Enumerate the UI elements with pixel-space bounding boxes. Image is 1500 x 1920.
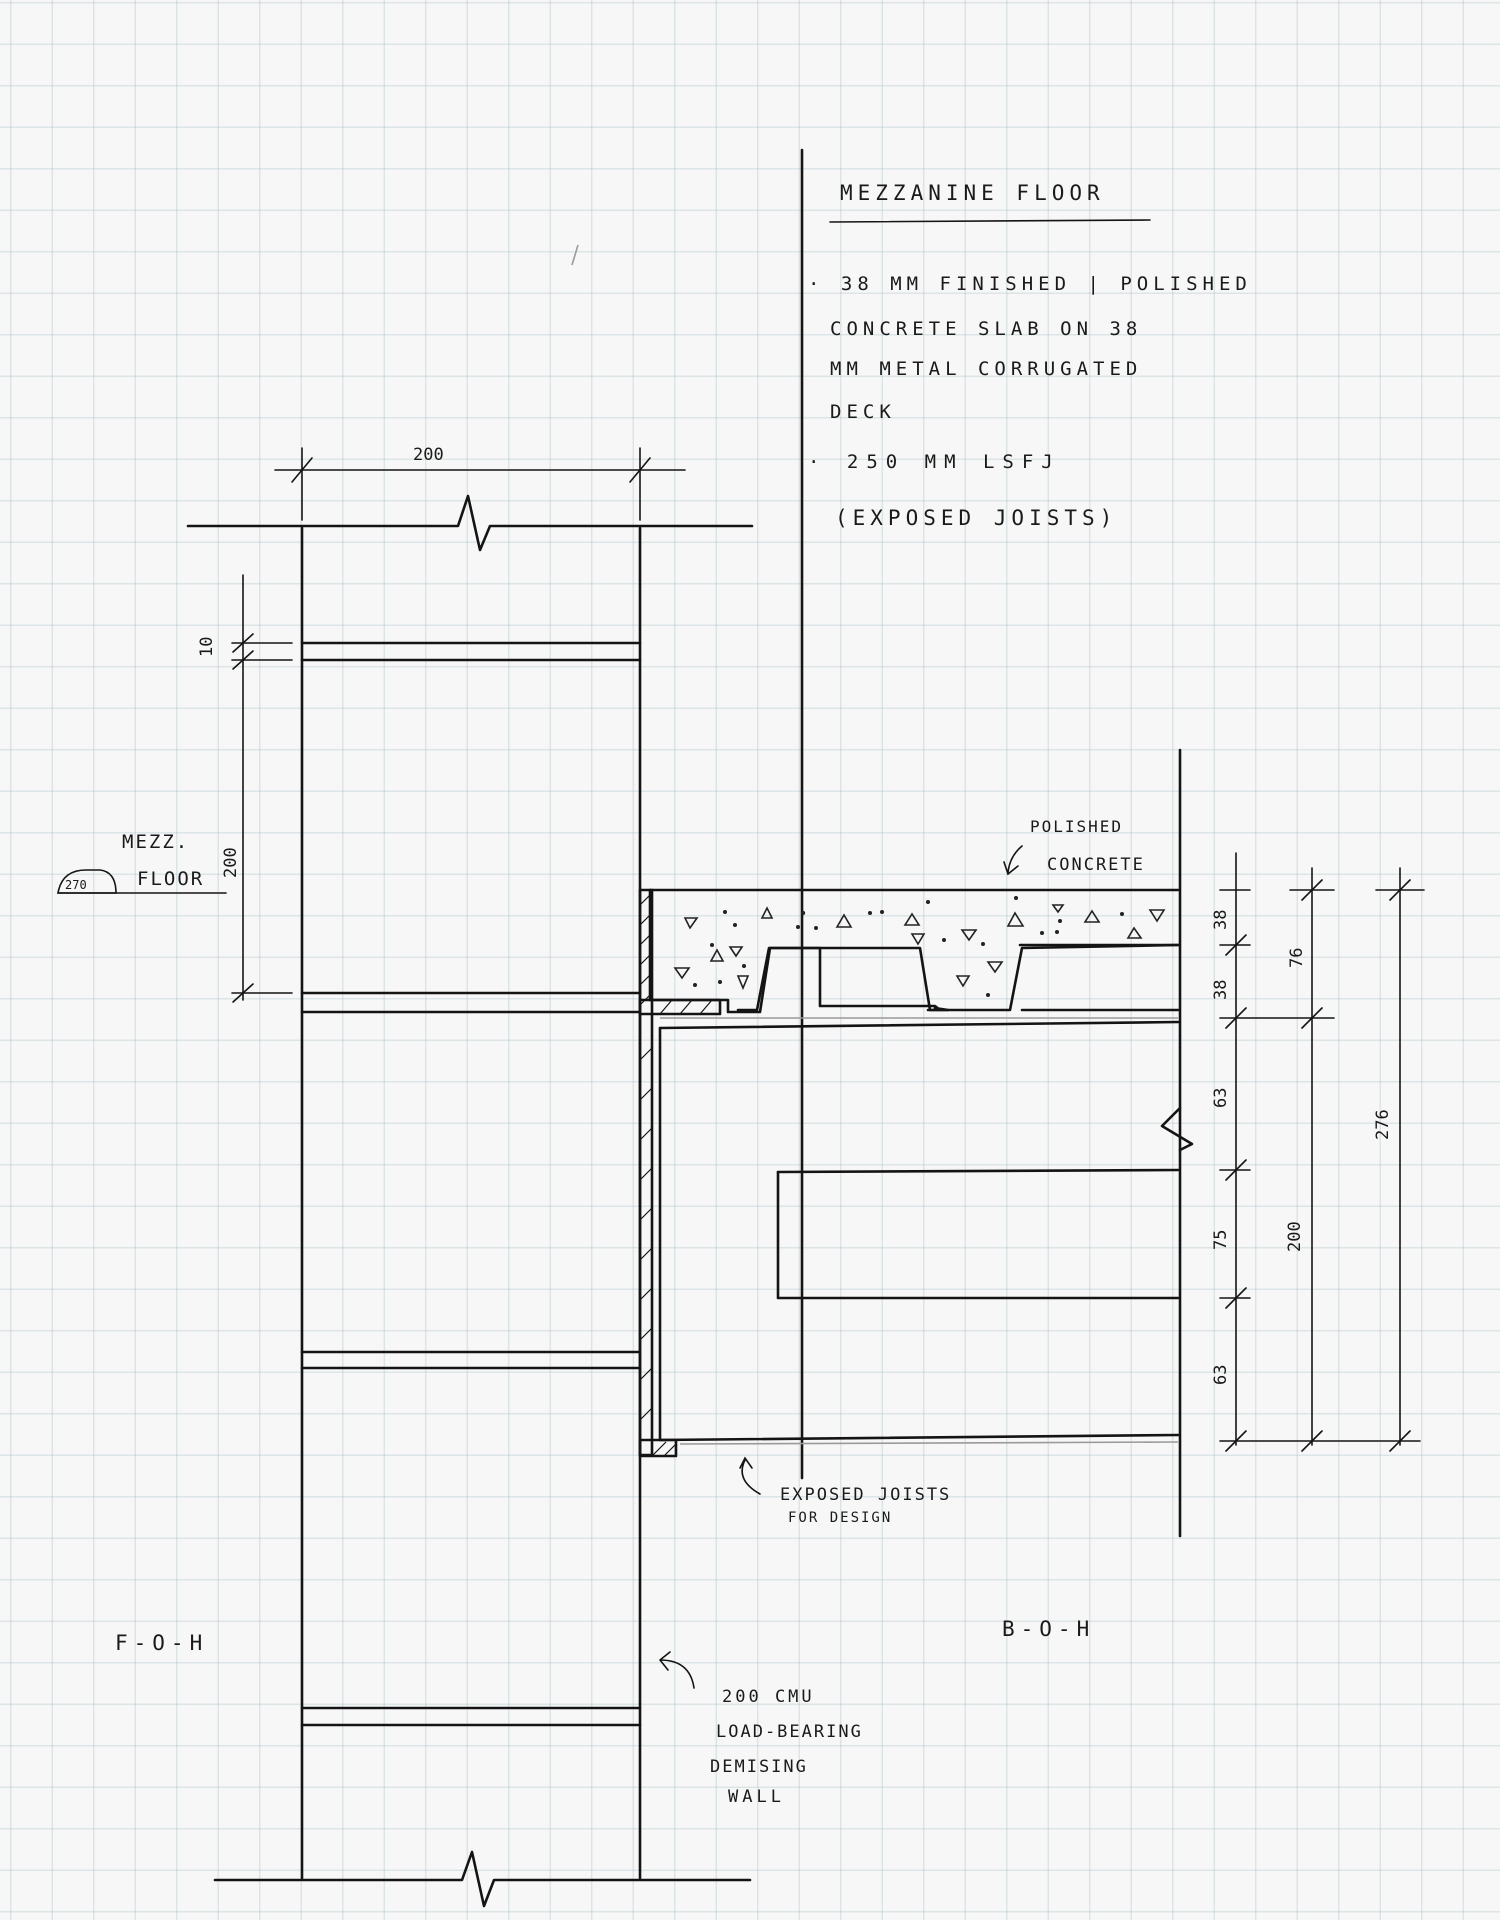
pencil-mark	[571, 244, 579, 266]
mezz-label-1: MEZZ.	[122, 831, 189, 853]
dim-slab: 38	[1211, 910, 1231, 930]
polished-label-1: POLISHED	[1030, 817, 1123, 836]
polished-label-2: CONCRETE	[1047, 855, 1145, 875]
dim-joist-mid: 75	[1211, 1230, 1231, 1250]
note-line-3: MM METAL CORRUGATED	[830, 358, 1142, 380]
mortar-joint-label: 10	[197, 637, 217, 657]
dim-joist-top: 63	[1211, 1088, 1231, 1108]
ledger-angle	[638, 888, 722, 1458]
exposed-joist	[658, 1020, 1194, 1445]
wall-width-dimension	[274, 447, 686, 521]
dim-joist-total: 200	[1285, 1221, 1305, 1252]
dim-joist-bottom: 63	[1211, 1365, 1231, 1385]
note-line-1: · 38 MM FINISHED | POLISHED	[808, 273, 1252, 295]
note-line-2: CONCRETE SLAB ON 38	[830, 318, 1142, 340]
bottom-break-line	[213, 1850, 752, 1908]
mezz-label-2: FLOOR	[137, 868, 204, 890]
block-height-label: 200	[221, 847, 241, 878]
boh-label: B-O-H	[1002, 1617, 1095, 1641]
concrete-aggregate	[673, 896, 1166, 997]
dim-slab-total: 76	[1287, 948, 1307, 968]
notes-title-underline	[829, 219, 1151, 223]
level-marker	[57, 869, 117, 894]
wall-label-3: DEMISING	[710, 1757, 808, 1777]
foh-label: F-O-H	[115, 1631, 208, 1655]
wall-label-2: LOAD-BEARING	[716, 1722, 863, 1742]
polished-leader	[1003, 845, 1023, 876]
floor-assembly	[648, 748, 1182, 1538]
wall-label-1: 200 CMU	[722, 1687, 815, 1707]
note-line-6: (EXPOSED JOISTS)	[835, 506, 1117, 530]
exposed-joists-label-2: FOR DESIGN	[788, 1510, 892, 1526]
exposed-joists-leader	[739, 1456, 761, 1495]
notes-title: MEZZANINE FLOOR	[840, 181, 1105, 205]
wall-width-label: 200	[413, 445, 444, 465]
dim-total: 276	[1373, 1109, 1393, 1140]
wall-leader	[659, 1651, 695, 1689]
wall-label-4: WALL	[728, 1787, 785, 1807]
block-height-dimension	[231, 574, 293, 1003]
note-line-5: · 250 MM LSFJ	[808, 451, 1061, 473]
note-line-4: DECK	[830, 401, 896, 423]
dim-deck: 38	[1211, 980, 1231, 1000]
mezz-level-label: 270	[65, 878, 87, 892]
top-break-line	[186, 494, 754, 552]
cmu-wall	[300, 526, 642, 1880]
exposed-joists-label-1: EXPOSED JOISTS	[780, 1485, 951, 1505]
right-dimensions	[1219, 852, 1425, 1452]
